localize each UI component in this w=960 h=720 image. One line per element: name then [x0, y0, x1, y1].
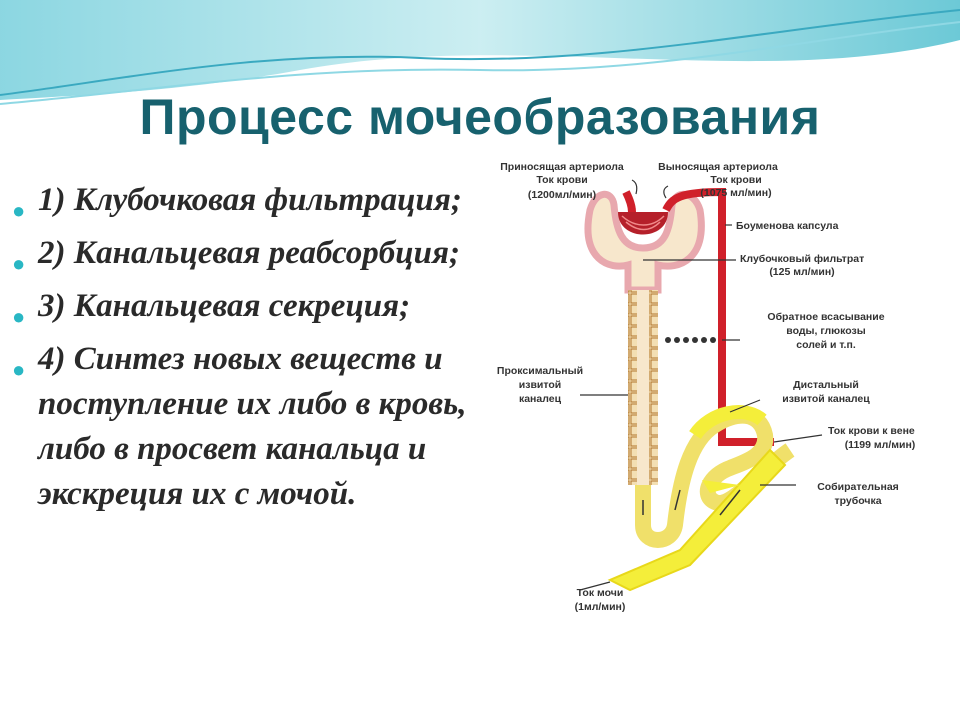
list-item: ●1) Клубочковая фильтрация; — [10, 178, 510, 223]
bullet-icon: ● — [12, 357, 26, 382]
glomerulus — [618, 212, 668, 235]
svg-text:(1200мл/мин): (1200мл/мин) — [528, 189, 596, 201]
header-wave-decoration — [0, 0, 960, 105]
svg-text:(125 мл/мин): (125 мл/мин) — [769, 266, 834, 278]
svg-text:каналец: каналец — [519, 393, 562, 405]
reabsorption-dots — [665, 337, 716, 343]
page-title: Процесс мочеобразования — [139, 89, 821, 145]
distal-tubule-label: Дистальный — [793, 379, 859, 391]
nephron-diagram: Приносящая артериола Ток крови (1200мл/м… — [497, 161, 916, 613]
svg-text:извитой каналец: извитой каналец — [782, 393, 870, 405]
collecting-duct — [607, 448, 787, 592]
list-item: ●3) Канальцевая секреция; — [10, 284, 510, 329]
svg-text:(1199 мл/мин): (1199 мл/мин) — [845, 439, 916, 451]
bullet-icon: ● — [12, 304, 26, 329]
afferent-arteriole — [622, 190, 636, 213]
svg-text:(1075 мл/мин): (1075 мл/мин) — [700, 187, 771, 199]
svg-text:Ток крови: Ток крови — [710, 174, 761, 186]
svg-text:извитой: извитой — [519, 379, 561, 391]
proximal-tubule-label: Проксимальный — [497, 365, 583, 377]
process-steps-list: ●1) Клубочковая фильтрация; ●2) Канальце… — [10, 178, 510, 525]
loop-of-henle — [635, 407, 795, 548]
svg-text:воды, глюкозы: воды, глюкозы — [786, 325, 865, 337]
efferent-label: Выносящая артериола — [658, 161, 778, 173]
urine-flow-label: Ток мочи — [577, 587, 624, 599]
afferent-label: Приносящая артериола — [500, 161, 624, 173]
vein-flow-label: Ток крови к вене — [828, 425, 915, 437]
svg-text:солей и т.п.: солей и т.п. — [796, 339, 856, 351]
bullet-icon: ● — [12, 251, 26, 276]
efferent-arteriole — [662, 187, 774, 446]
filtrate-label: Клубочковый фильтрат — [740, 253, 864, 265]
svg-text:трубочка: трубочка — [834, 495, 881, 507]
reabsorption-label: Обратное всасывание — [767, 311, 884, 323]
list-item: ●2) Канальцевая реабсорбция; — [10, 231, 510, 276]
bowman-capsule — [584, 190, 705, 294]
svg-text:(1мл/мин): (1мл/мин) — [575, 601, 626, 613]
collecting-duct-label: Собирательная — [817, 481, 899, 493]
bowman-capsule-label: Боуменова капсула — [736, 220, 839, 232]
svg-text:Ток крови: Ток крови — [536, 174, 587, 186]
bullet-icon: ● — [12, 198, 26, 223]
list-item: ●4) Синтез новых веществ и поступление и… — [12, 341, 467, 512]
